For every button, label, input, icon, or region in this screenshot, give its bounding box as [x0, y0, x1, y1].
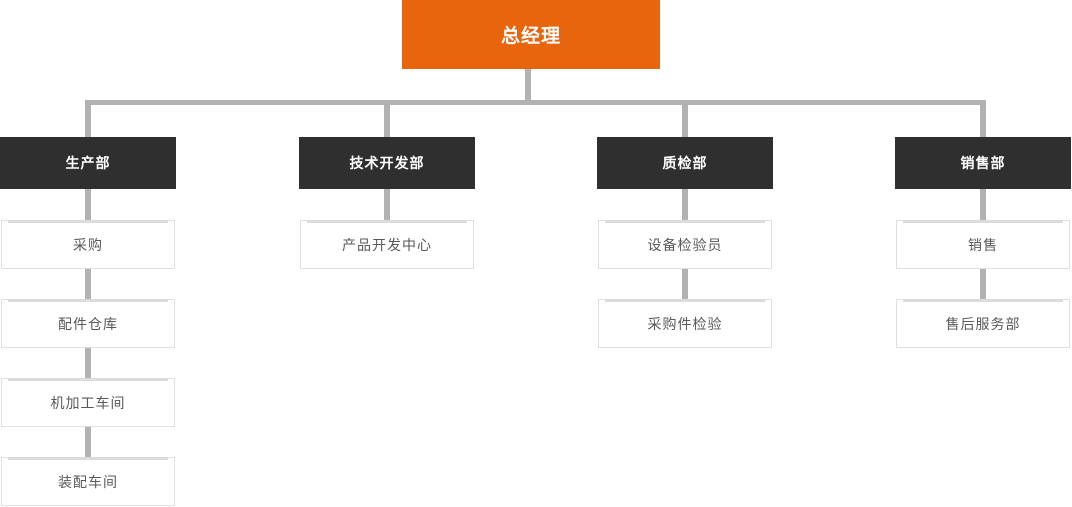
connector-line: [980, 269, 986, 299]
connector-line: [980, 189, 986, 220]
org-node-after-sales-service[interactable]: 售后服务部: [896, 299, 1070, 348]
connector-line: [85, 269, 91, 299]
org-node-quality-inspection-dept[interactable]: 质检部: [597, 137, 773, 189]
org-node-general-manager[interactable]: 总经理: [402, 0, 660, 69]
connector-drop-quality-inspection: [682, 100, 688, 137]
org-node-equipment-inspector[interactable]: 设备检验员: [598, 220, 772, 269]
connector-line: [682, 269, 688, 299]
connector-line: [384, 189, 390, 220]
org-node-tech-development-dept[interactable]: 技术开发部: [299, 137, 475, 189]
org-node-product-development-center[interactable]: 产品开发中心: [300, 220, 474, 269]
org-node-parts-warehouse[interactable]: 配件仓库: [1, 299, 175, 348]
connector-line: [85, 348, 91, 378]
org-node-machining-workshop[interactable]: 机加工车间: [1, 378, 175, 427]
connector-drop-sales: [980, 100, 986, 137]
connector-line: [85, 427, 91, 457]
org-node-purchased-parts-inspection[interactable]: 采购件检验: [598, 299, 772, 348]
connector-trunk: [85, 100, 986, 105]
connector-line: [85, 189, 91, 220]
connector-drop-tech-development: [384, 100, 390, 137]
org-node-sales[interactable]: 销售: [896, 220, 1070, 269]
connector-root-stem: [525, 69, 531, 100]
connector-line: [682, 189, 688, 220]
org-node-assembly-workshop[interactable]: 装配车间: [1, 457, 175, 506]
connector-drop-production: [85, 100, 91, 137]
org-node-purchasing[interactable]: 采购: [1, 220, 175, 269]
org-node-production-dept[interactable]: 生产部: [0, 137, 176, 189]
org-node-sales-dept[interactable]: 销售部: [895, 137, 1071, 189]
